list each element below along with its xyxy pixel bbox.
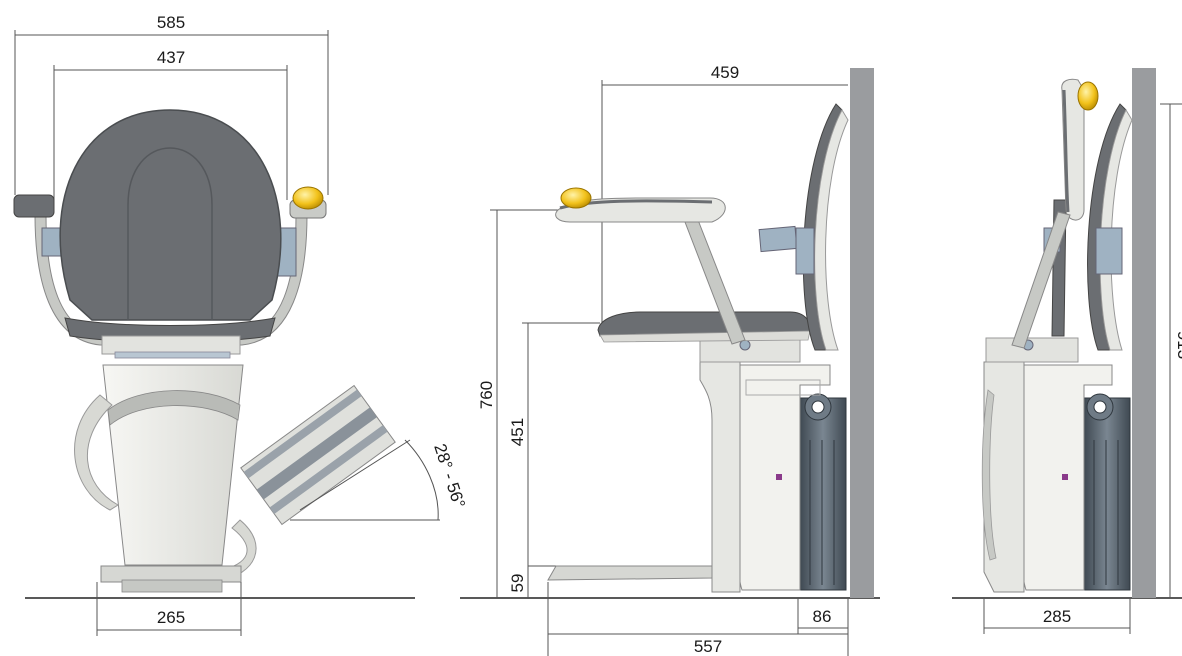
front-backrest-seam xyxy=(127,147,213,320)
dim-459: 459 xyxy=(601,63,848,330)
dim-angle-label: 28° - 56° xyxy=(430,441,469,510)
dim-285: 285 xyxy=(983,598,1131,634)
side-rail xyxy=(799,393,847,591)
dim-265-label: 265 xyxy=(157,608,185,627)
front-swoosh xyxy=(74,394,119,511)
dim-451: 451 xyxy=(508,322,600,598)
front-view: 585 437 xyxy=(13,13,469,636)
dim-913-label: 913 xyxy=(1174,331,1182,359)
dim-265: 265 xyxy=(96,582,242,636)
dim-86-label: 86 xyxy=(813,607,832,626)
dim-451-label: 451 xyxy=(508,418,527,446)
dim-459-label: 459 xyxy=(711,63,739,82)
side-armrest-pad xyxy=(758,225,798,253)
dim-557: 557 xyxy=(547,582,848,656)
front-backrest xyxy=(59,109,282,321)
front-left-control xyxy=(13,194,55,218)
front-base-plate xyxy=(100,565,242,583)
front-right-knob-icon xyxy=(292,186,324,210)
folded-arm-strut xyxy=(1011,211,1071,349)
front-carriage-band xyxy=(107,390,241,426)
dim-585-label: 585 xyxy=(157,13,185,32)
folded-armrest-pad xyxy=(1095,227,1123,275)
dim-437: 437 xyxy=(53,48,288,200)
dim-437-label: 437 xyxy=(157,48,185,67)
dim-86: 86 xyxy=(797,598,849,656)
front-carriage-body xyxy=(102,364,244,566)
dim-59-label: 59 xyxy=(508,574,527,593)
folded-rail xyxy=(1083,393,1131,591)
side-knob-icon xyxy=(560,187,592,209)
side-wall xyxy=(850,68,874,598)
folded-knob-icon xyxy=(1077,81,1099,111)
side-seat-bracket xyxy=(699,337,801,363)
side-post xyxy=(699,361,741,593)
dim-585: 585 xyxy=(14,13,329,195)
dim-760-label: 760 xyxy=(477,381,496,409)
dim-760: 760 xyxy=(477,209,565,598)
front-seat-bracket xyxy=(101,335,241,355)
dim-285-label: 285 xyxy=(1043,607,1071,626)
front-footrest-angled xyxy=(240,384,396,526)
dim-913: 913 xyxy=(1160,103,1182,598)
folded-wall xyxy=(1132,68,1156,598)
folded-view: 913 xyxy=(952,68,1182,634)
dim-557-label: 557 xyxy=(694,637,722,656)
side-view: 459 760 451 59 xyxy=(460,63,880,656)
dim-59: 59 xyxy=(508,565,556,593)
side-footrest xyxy=(547,565,713,581)
